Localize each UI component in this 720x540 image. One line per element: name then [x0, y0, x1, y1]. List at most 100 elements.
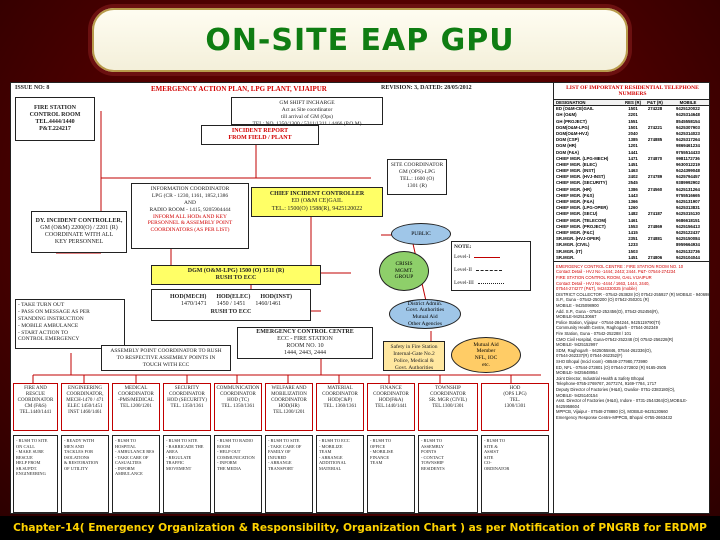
telephone-cell: 9425313831: [676, 205, 700, 211]
duty-finance: - RUSH TO OFFICE- MOBILISE FINANCE TEAM: [367, 435, 415, 513]
safety-line: Internal-Gate No.2: [393, 350, 435, 357]
duty-line: TOWNSHIP: [421, 460, 444, 465]
title-banner: ON-SITE EAP GPU: [92, 8, 628, 72]
dept-line: COORDINATOR: [271, 398, 307, 403]
telephone-cell: 1233: [628, 242, 638, 248]
dept-line: TEL.1300/1301: [432, 404, 464, 409]
duty-line: FAMILY OF: [268, 449, 291, 454]
telephone-note: Telephone-0755-2769767, 2677274, 9169-77…: [556, 381, 657, 387]
duty-line: SR.SUPDT.: [16, 465, 38, 471]
dept-line: TOWNSHIP: [435, 386, 461, 391]
telephone-cell: DGM(O&M-LPG): [556, 124, 590, 130]
left-duties-box: - TAKE TURN OUT - PASS ON MESSAGE AS PER…: [15, 299, 125, 349]
fire-station-line: FIRE STATION: [34, 104, 76, 111]
telephone-note: MOBILE - 9425098900: [556, 303, 599, 309]
telephone-cell: 2545: [628, 180, 638, 186]
site-coordinator-line: GM (OPS)-LPG: [398, 168, 436, 175]
hod-inst-tel: 1460/1461: [255, 301, 281, 308]
telephone-note: Add. S.P., Guna - 07542-252456(O), 07542…: [556, 308, 659, 314]
legend-line-dotted: [477, 282, 504, 284]
duty-line: MATERIAL: [319, 465, 342, 471]
telephone-cell: 274789: [647, 174, 663, 180]
telephone-cell: 1461: [628, 217, 638, 223]
information-coordinator-box: INFORMATION COORDINATOR LPG (CR - 1230, …: [131, 183, 249, 249]
telephone-note: MOBILE-9425130667: [556, 314, 597, 320]
duty-line: SITE: [484, 454, 494, 460]
telephone-cell: 9425314648: [676, 112, 700, 118]
dept-line: COORDINATOR: [430, 392, 466, 397]
telephone-note: DISTRICT COLLECTOR - 07542-253828 (O) 07…: [556, 291, 709, 297]
dept-line: FIRE AND: [24, 386, 47, 391]
duty-township: - RUSH TO ASSEMBLY POINTS- CONTACT TOWNS…: [418, 435, 478, 513]
info-coord-line: COORDINATORS (AS PER LIST): [150, 227, 230, 234]
duty-line: - MAKE SURE: [16, 449, 44, 454]
duty-communication: - RUSH TO RADIO ROOM- HELP OUT COMMUNICA…: [214, 435, 262, 513]
safety-box: Safety in Fire Station Internal-Gate No.…: [383, 341, 445, 371]
duty-line: - ARRANGE: [268, 460, 292, 465]
dept-line: TEL.1440/1441: [19, 410, 52, 415]
dept-line: HOD(C&P): [327, 398, 353, 403]
assembly-line: TOUCH WITH ECC: [142, 361, 190, 368]
chief-incident-controller-box: CHIEF INCIDENT CONTROLLER ED (O&M CE)GAI…: [251, 187, 383, 217]
left-duty: CONTROL EMERGENCY: [18, 336, 80, 343]
dept-line: COORDINATOR,: [66, 392, 104, 397]
legend-note: NOTE:: [454, 244, 472, 250]
shift-incharge-line: TEL: NO. 1350/1300 / 5311/1311 / 4466 (P…: [252, 120, 362, 127]
telephone-cell: 274885: [647, 137, 663, 143]
telephone-cell: CHIEF MGR. (ELEC): [556, 161, 597, 167]
telephone-cell: GH (PROJECT): [556, 118, 587, 124]
telephone-note: MOBILE- 9425140154: [556, 392, 598, 398]
telephone-note: MPPCB, Vijaipur - 07548-278880 (O), MOBI…: [556, 409, 668, 415]
duty-line: - RUSH TO RADIO: [217, 438, 254, 443]
fire-station-line: P&T.224217: [39, 126, 71, 133]
tel-header: DESIGNATION: [556, 100, 586, 105]
legend-label: Level-I: [454, 253, 471, 260]
dept-line: TEL.1200/1201: [120, 404, 152, 409]
telephone-cell: CHIEF MGR. (F&A): [556, 199, 595, 204]
telephone-cell: CHIEF MGR. (PROJECT): [556, 223, 606, 229]
dept-line: (OPS LPG): [503, 392, 527, 397]
ecc-line: 1444, 2443, 2444: [284, 350, 326, 357]
telephone-cell: 9981172736: [676, 155, 700, 161]
telephone-cell: 9424399048: [676, 168, 700, 174]
chief-incident-line: CHIEF INCIDENT CONTROLLER: [269, 191, 365, 198]
duty-line: TACKLES FOR: [64, 449, 94, 454]
crisis-line: CRISIS: [395, 261, 413, 268]
dept-line: -PMS/MEDICAL: [118, 398, 154, 403]
duty-line: - RUSH TO: [484, 438, 506, 443]
ecc-box: EMERGENCY CONTROL CENTRE ECC - FIRE STAT…: [237, 327, 373, 359]
dy-incident-line: DY. INCIDENT CONTROLLER,: [35, 217, 123, 224]
telephone-note: Police Station, Vijaipur - 07544-284244,…: [556, 319, 661, 325]
dy-incident-line: KEY PERSONNEL: [54, 239, 104, 246]
duty-welfare: - RUSH TO SITE- TAKE CARE OF FAMILY OF I…: [265, 435, 313, 513]
site-coordinator-line: 1301 (R): [407, 182, 427, 189]
telephone-panel-title: LIST OF IMPORTANT RESIDENTIAL TELEPHONE …: [554, 83, 709, 100]
telephone-note: SDM, Raghogarh - 9425055846, 07544-26233…: [556, 347, 652, 353]
info-coord-line: INFORM ALL HODs AND KEY: [152, 213, 228, 220]
ecc-line: EMERGENCY CONTROL CENTRE: [256, 328, 354, 335]
telephone-cell: 274187: [647, 211, 663, 217]
incident-report-line: INCIDENT REPORT: [231, 127, 289, 134]
duty-line: RESCUE: [16, 454, 33, 460]
dept-line: COORDINATOR: [373, 392, 409, 397]
hod-inst: HOD(INST): [260, 294, 292, 301]
telephone-cell: CHIEF MGR. (HVJ-INST): [556, 174, 605, 180]
dept-line: WELFARE AND: [271, 386, 307, 391]
telephone-cell: 9425794457: [676, 174, 700, 180]
left-duty: STANDING INSTRUCTION: [18, 315, 84, 322]
telephone-cell: 1385: [628, 137, 638, 143]
duty-line: CASUALTIES: [115, 460, 142, 465]
telephone-note: ED, NFL - 07544-272801 (O) 07544-272802 …: [556, 364, 667, 370]
duty-material: - RUSH TO ECC- MOBILIZE TEAM- ARRANGE AD…: [316, 435, 364, 513]
telephone-cell: 274881: [647, 236, 663, 242]
duty-line: OFFICE: [370, 443, 386, 449]
mutual-aid-ellipse: Mutual Aid Member NFL, IOC etc.: [451, 337, 521, 373]
dept-line: HOD: [509, 386, 521, 391]
